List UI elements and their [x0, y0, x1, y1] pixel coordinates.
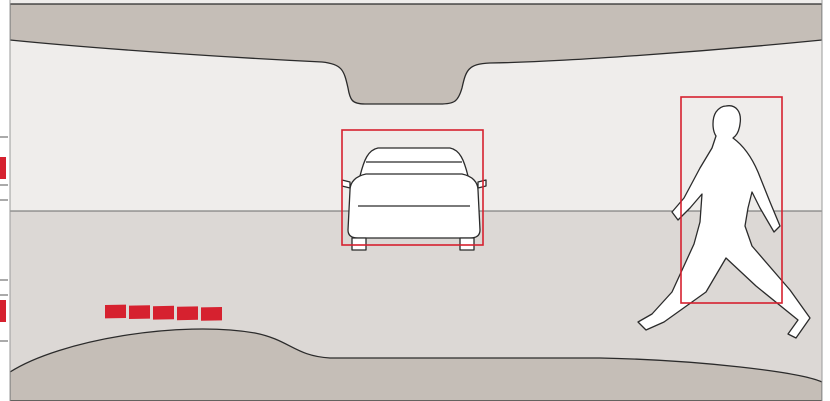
- left-side-mark-upper: [0, 157, 6, 179]
- alert-segment: [153, 305, 174, 320]
- dashboard-bottom-frame: [9, 328, 823, 401]
- car-detection-box: [341, 129, 484, 246]
- car-wheel-left: [351, 237, 367, 251]
- car-mirror-left: [341, 179, 351, 189]
- windshield-top-frame: [9, 3, 823, 105]
- pedestrian-detection-box: [680, 96, 783, 304]
- alert-segment: [105, 304, 126, 319]
- alert-segment: [177, 306, 198, 321]
- car-wheel-right: [459, 237, 475, 251]
- alert-segment: [129, 305, 150, 319]
- car-mirror-right: [477, 179, 487, 189]
- alert-segment: [201, 307, 222, 321]
- alert-indicator: [105, 304, 222, 321]
- car-rear-icon: [341, 147, 487, 251]
- right-frame-strip: [822, 0, 830, 401]
- left-side-mark-lower: [0, 300, 6, 322]
